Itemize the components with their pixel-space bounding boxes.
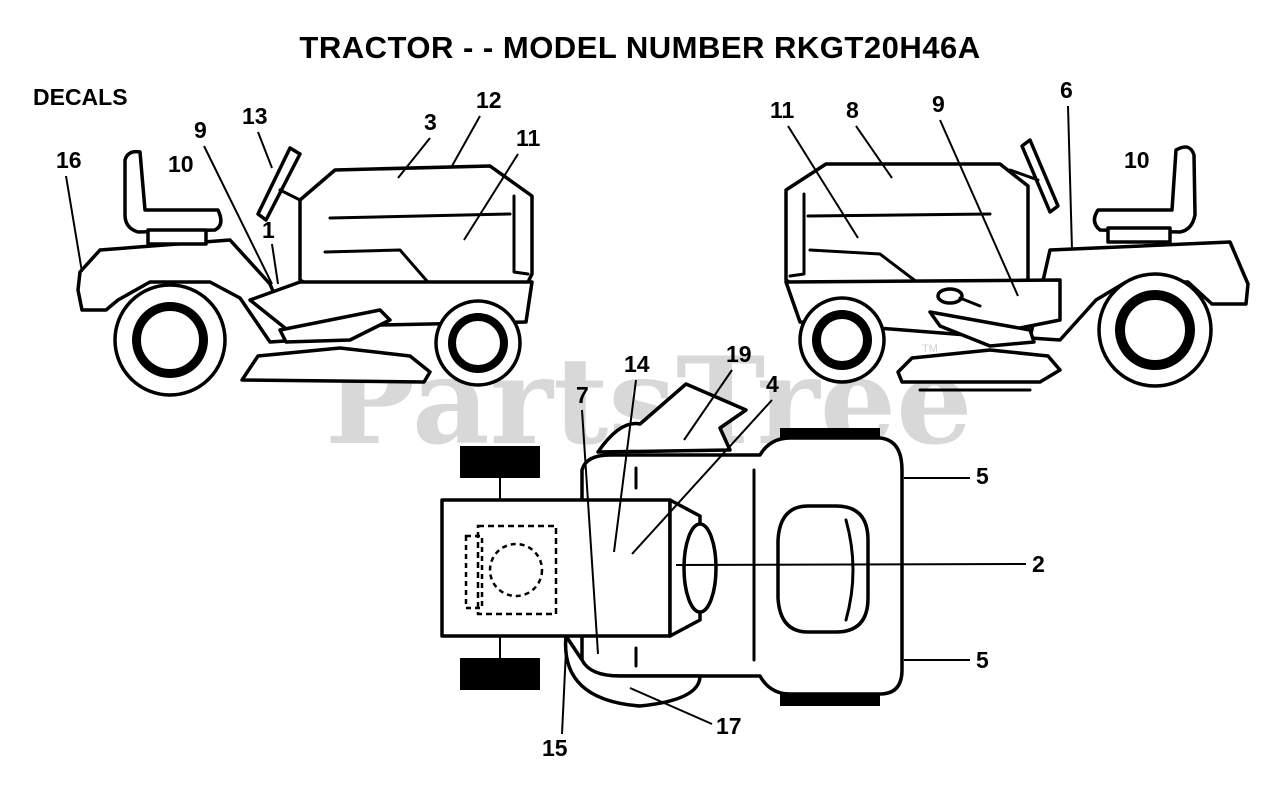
leader-11-right: [787, 125, 859, 239]
leader-3: [397, 137, 431, 179]
callout-5-lower: 5: [976, 647, 989, 673]
top-seat-back: [844, 518, 855, 622]
callout-5-upper: 5: [976, 463, 989, 489]
diagram-title: TRACTOR - - MODEL NUMBER RKGT20H46A: [299, 30, 981, 65]
leader-15: [561, 649, 567, 735]
callout-4: 4: [766, 371, 779, 397]
left-side-view: 16 10 9 13 1 3 12 11: [56, 87, 541, 397]
callout-3: 3: [424, 109, 437, 135]
callout-12: 12: [476, 87, 502, 113]
left-front-hub: [454, 319, 502, 367]
callout-2: 2: [1032, 551, 1045, 577]
top-dash: [596, 382, 748, 454]
leader-12: [451, 115, 481, 167]
top-engine-outline: [476, 524, 558, 616]
top-view: 7 14 19 4 5 2 5 15 17: [440, 341, 1045, 761]
left-seat: [123, 149, 223, 234]
leader-9-right: [939, 119, 1019, 297]
leader-14: [613, 379, 637, 553]
right-front-hub: [819, 317, 865, 363]
watermark-tm: TM: [922, 343, 938, 355]
leader-2: [675, 563, 1027, 566]
left-steering-column: [278, 188, 302, 202]
callout-16: 16: [56, 147, 82, 173]
callout-10-left: 10: [168, 151, 194, 177]
right-seat-base: [1106, 226, 1172, 244]
leader-4: [631, 399, 773, 555]
leader-6: [1067, 105, 1073, 251]
leader-8: [855, 125, 893, 179]
leader-19: [683, 369, 733, 441]
leader-11-left: [463, 153, 519, 241]
top-seat: [776, 504, 870, 634]
section-label: DECALS: [33, 84, 128, 110]
callout-14: 14: [624, 351, 650, 377]
callout-10-right: 10: [1124, 147, 1150, 173]
callout-11-left: 11: [516, 125, 541, 151]
top-steering-hub: [682, 522, 718, 614]
top-engine-circle: [488, 542, 544, 598]
leader-9-left: [203, 145, 273, 285]
right-mower-deck: [896, 348, 1062, 384]
leader-16: [65, 175, 83, 273]
callout-6: 6: [1060, 77, 1073, 103]
callout-8: 8: [846, 97, 859, 123]
right-grille-line: [788, 192, 806, 278]
leader-7: [581, 409, 599, 655]
leader-17: [629, 687, 713, 725]
right-seat: [1092, 145, 1197, 234]
right-lever-knob: [936, 287, 964, 305]
callout-17: 17: [716, 713, 742, 739]
left-seat-base: [146, 228, 208, 246]
right-rear-fender: [1028, 240, 1250, 342]
top-front-tire-lower: [460, 658, 540, 690]
left-grille-line: [512, 194, 530, 276]
leader-1: [271, 243, 279, 285]
right-side-view: 11 8 9 6 10: [770, 77, 1250, 392]
callout-19: 19: [726, 341, 752, 367]
top-front-tire-upper: [460, 446, 540, 478]
left-rear-fender: [76, 238, 302, 344]
callout-15: 15: [542, 735, 568, 761]
callout-9-right: 9: [932, 91, 945, 117]
callout-7: 7: [576, 382, 589, 408]
right-steering-wheel: [1020, 138, 1060, 214]
right-steering-column: [1008, 168, 1040, 182]
callout-9-left: 9: [194, 117, 207, 143]
callout-1: 1: [262, 217, 275, 243]
top-engine-side: [464, 534, 484, 610]
left-rear-hub: [139, 309, 201, 371]
left-pedal: [278, 308, 392, 344]
callout-13: 13: [242, 103, 268, 129]
right-pedal: [928, 310, 1036, 348]
leader-13: [257, 131, 273, 169]
left-steering-wheel: [256, 146, 302, 222]
callout-11-right: 11: [770, 97, 795, 123]
left-mower-deck: [240, 346, 432, 384]
right-lever: [958, 296, 982, 308]
right-rear-hub: [1123, 298, 1187, 362]
top-fender-arc: [563, 634, 702, 708]
